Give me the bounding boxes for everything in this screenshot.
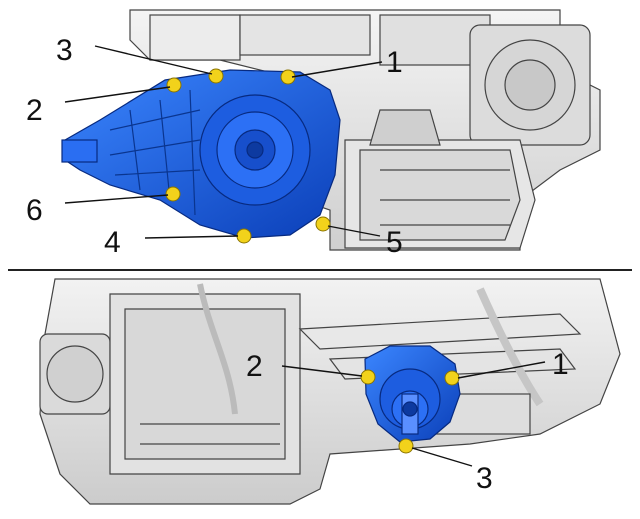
bolt-bottom-1	[444, 370, 460, 386]
bolts-bottom	[360, 369, 460, 454]
top-view-illustration	[61, 9, 601, 251]
panel-divider	[8, 269, 632, 271]
callout-top-3: 3	[56, 34, 73, 67]
bolt-top-5	[315, 216, 331, 232]
bolt-top-6	[165, 186, 181, 202]
callout-top-5: 5	[386, 226, 403, 259]
engine-background-bottom	[39, 278, 621, 505]
highlighted-transfer-case	[61, 69, 341, 239]
bottom-view-illustration	[39, 278, 621, 505]
callout-bottom-1: 1	[552, 348, 569, 381]
callout-bottom-3: 3	[476, 462, 493, 495]
bottom-view-panel: 1 2 3	[0, 274, 640, 519]
bolt-bottom-2	[360, 369, 376, 385]
bolts-top	[165, 68, 331, 244]
bolt-top-4	[236, 228, 252, 244]
callout-bottom-2: 2	[246, 350, 263, 383]
leader-lines-bottom	[281, 361, 546, 467]
bolt-bottom-3	[398, 438, 414, 454]
callout-top-6: 6	[26, 194, 43, 227]
callout-top-4: 4	[104, 226, 121, 259]
leader-lines-top	[64, 45, 383, 239]
bolt-top-2	[166, 77, 182, 93]
top-view-panel: 1 2 3 4 5 6	[26, 9, 601, 259]
bolt-top-3	[208, 68, 224, 84]
callout-top-2: 2	[26, 94, 43, 127]
callout-top-1: 1	[386, 46, 403, 79]
engine-background	[129, 9, 601, 251]
highlighted-component-bottom	[364, 345, 461, 443]
